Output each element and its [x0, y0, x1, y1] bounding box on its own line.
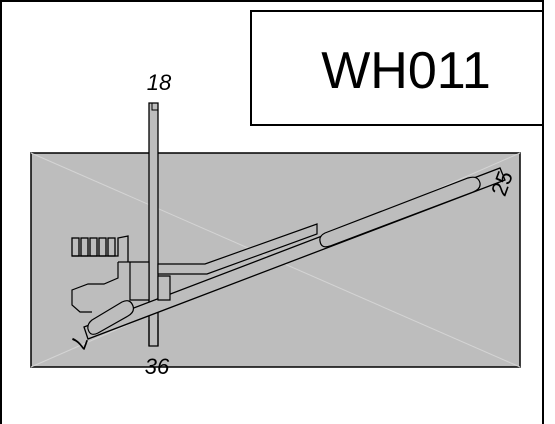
- south-stub: [148, 320, 159, 346]
- taxiway-east: [319, 176, 481, 248]
- west-ramp: [71, 262, 119, 313]
- hangar-row: [71, 235, 129, 262]
- airport-id-label: WH011: [321, 42, 491, 100]
- central-apron: [129, 261, 150, 301]
- runway-label-36: 36: [145, 354, 170, 379]
- central-apron-east: [157, 275, 171, 301]
- runway-label-18: 18: [147, 70, 172, 95]
- taxiway-west: [157, 223, 318, 275]
- runway-18-threshold: [149, 102, 159, 111]
- west-hold-area: [87, 300, 135, 335]
- airport-id-box: [250, 10, 544, 126]
